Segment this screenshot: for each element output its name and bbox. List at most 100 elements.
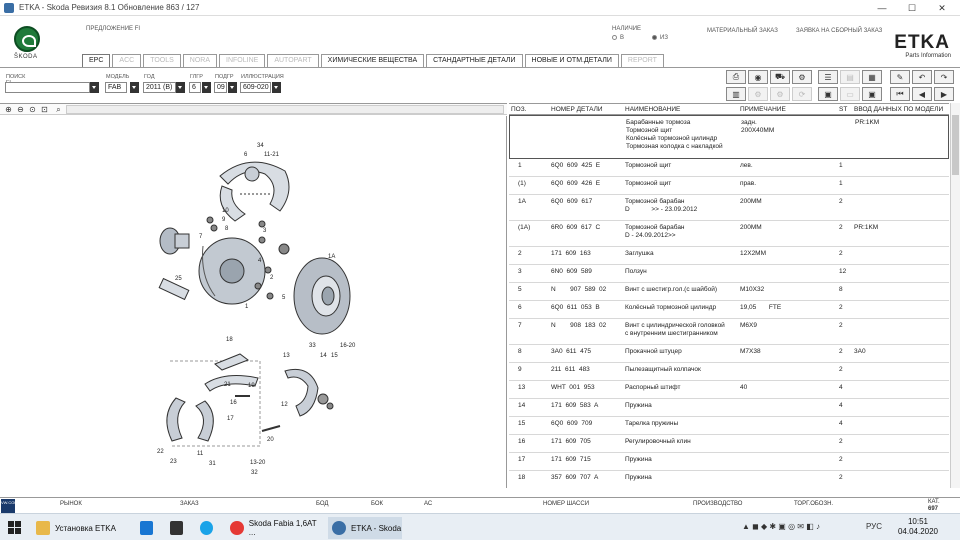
basket-button[interactable]: ▭ xyxy=(840,87,860,101)
material-order-link[interactable]: МАТЕРИАЛЬНЫЙ ЗАКАЗ xyxy=(707,28,778,34)
cart-button[interactable]: ▣ xyxy=(862,87,882,101)
table-row-selected[interactable]: Барабанные тормоза Тормозной щит Колёсны… xyxy=(509,115,949,159)
parts-illustration[interactable]: 34 6 11-21 10 9 8 7 3 4 2 5 1A 1 25 18 3… xyxy=(0,116,507,488)
list-button[interactable]: ☰ xyxy=(818,70,838,84)
info-button[interactable]: ▣ xyxy=(818,87,838,101)
language-indicator[interactable]: РУС xyxy=(866,522,883,531)
tab-report[interactable]: REPORT xyxy=(620,54,664,67)
tab-стандартные-детали[interactable]: СТАНДАРТНЫЕ ДЕТАЛИ xyxy=(426,54,523,67)
tab-химические-вещества[interactable]: ХИМИЧЕСКИЕ ВЕЩЕСТВА xyxy=(320,54,425,67)
taskbar-item-etka[interactable]: ETKA - Skoda xyxy=(328,517,402,539)
prev-button[interactable]: ◀ xyxy=(912,87,932,101)
radio-iz[interactable]: ИЗ xyxy=(652,35,668,41)
model-select[interactable]: FAB xyxy=(105,82,127,93)
print-button[interactable]: ⎙ xyxy=(726,70,746,84)
taskbar-item-mail[interactable] xyxy=(166,517,188,539)
first-button[interactable]: ⏮ xyxy=(890,87,910,101)
sync-button[interactable]: ⟳ xyxy=(792,87,812,101)
illustration-scrollbar[interactable] xyxy=(66,105,504,114)
gearbox-button[interactable]: ⚙ xyxy=(748,87,768,101)
parts-button[interactable]: ▦ xyxy=(862,70,882,84)
col-st-header[interactable]: ST xyxy=(839,106,848,113)
illustration-select[interactable]: 609-020 xyxy=(240,82,271,93)
grid-scrollbar[interactable] xyxy=(950,103,960,488)
taskbar-item-skype[interactable] xyxy=(196,517,218,539)
group-select[interactable]: 6 xyxy=(189,82,201,93)
tab-infoline[interactable]: INFOLINE xyxy=(219,54,266,67)
engine-button[interactable]: ⚙ xyxy=(770,87,790,101)
year-dropdown-icon[interactable] xyxy=(176,82,185,93)
zoom-fit-icon[interactable]: ⊙ xyxy=(29,105,36,114)
col-note-header[interactable]: ПРИМЕЧАНИЕ xyxy=(740,106,786,113)
taskbar-item-label: Установка ETKA xyxy=(55,523,116,533)
cell-name: Прокачной штуцер xyxy=(625,348,682,355)
tab-новые-и-отм-детали[interactable]: НОВЫЕ И ОТМ.ДЕТАЛИ xyxy=(524,54,619,67)
car-button[interactable]: ⛟ xyxy=(770,70,790,84)
zoom-out-icon[interactable]: ⊖ xyxy=(17,105,24,114)
tab-autopart[interactable]: AUTOPART xyxy=(267,54,319,67)
etka-app-icon xyxy=(4,2,14,13)
doc-button[interactable]: ▤ xyxy=(840,70,860,84)
minimize-button[interactable]: — xyxy=(877,3,887,13)
col-part-header[interactable]: НОМЕР ДЕТАЛИ xyxy=(551,106,603,113)
illustration-dropdown-icon[interactable] xyxy=(272,82,281,93)
camera-button[interactable]: ◉ xyxy=(748,70,768,84)
group-dropdown-icon[interactable] xyxy=(202,82,211,93)
collective-order-link[interactable]: ЗАЯВКА НА СБОРНЫЙ ЗАКАЗ xyxy=(796,28,883,34)
col-model-header[interactable]: ВВОД ДАННЫХ ПО МОДЕЛИ xyxy=(854,106,944,113)
year-select[interactable]: 2011 (B) xyxy=(143,82,176,93)
next-button[interactable]: ▶ xyxy=(934,87,954,101)
radio-v[interactable]: В xyxy=(612,35,624,41)
back-button[interactable]: ↶ xyxy=(912,70,932,84)
callout-1A: 1A xyxy=(328,254,335,260)
tools-button[interactable]: ⚙ xyxy=(792,70,812,84)
col-name-header[interactable]: НАИМЕНОВАНИЕ xyxy=(625,106,681,113)
illustration-label: ИЛЛЮСТРАЦИЯ xyxy=(241,74,284,80)
start-button[interactable] xyxy=(0,517,30,539)
cell-st: 2 xyxy=(839,438,843,445)
taskbar-item-edge[interactable] xyxy=(136,517,158,539)
cell-pos: 3 xyxy=(518,268,522,275)
tab-tools[interactable]: TOOLS xyxy=(143,54,181,67)
maximize-button[interactable]: ☐ xyxy=(907,2,917,13)
tray-icons[interactable]: ▲ ◼ ◆ ✱ ▣ ◎ ✉ ◧ ♪ xyxy=(742,522,820,531)
zoom-area-icon[interactable]: ⊡ xyxy=(41,105,48,114)
tab-nora[interactable]: NORA xyxy=(182,54,218,67)
barcode-button[interactable]: ▥ xyxy=(726,87,746,101)
subgroup-dropdown-icon[interactable] xyxy=(228,82,237,93)
close-button[interactable]: ✕ xyxy=(938,2,946,13)
vwcom-logo[interactable]: VW.COM xyxy=(1,499,18,513)
tab-acc[interactable]: ACC xyxy=(112,54,142,67)
pin-button[interactable]: ✎ xyxy=(890,70,910,84)
clock[interactable]: 10:51 04.04.2020 xyxy=(898,517,938,537)
tab-epc[interactable]: EPC xyxy=(82,54,111,68)
model-dropdown-icon[interactable] xyxy=(130,82,139,93)
forward-button[interactable]: ↷ xyxy=(934,70,954,84)
search-dropdown-icon[interactable] xyxy=(90,82,99,93)
subgroup-select[interactable]: 09 xyxy=(214,82,227,93)
taskbar-item-folder[interactable]: Установка ETKA xyxy=(32,517,122,539)
scrollbar-thumb[interactable] xyxy=(952,115,959,175)
search-input[interactable] xyxy=(5,82,90,93)
magnifier-icon[interactable]: ⌕ xyxy=(56,105,61,114)
taskbar-item-yandex[interactable]: Skoda Fabia 1,6AT ... xyxy=(226,517,324,539)
col-pos-header[interactable]: ПОЗ. xyxy=(511,106,527,113)
zoom-in-icon[interactable]: ⊕ xyxy=(5,105,12,114)
